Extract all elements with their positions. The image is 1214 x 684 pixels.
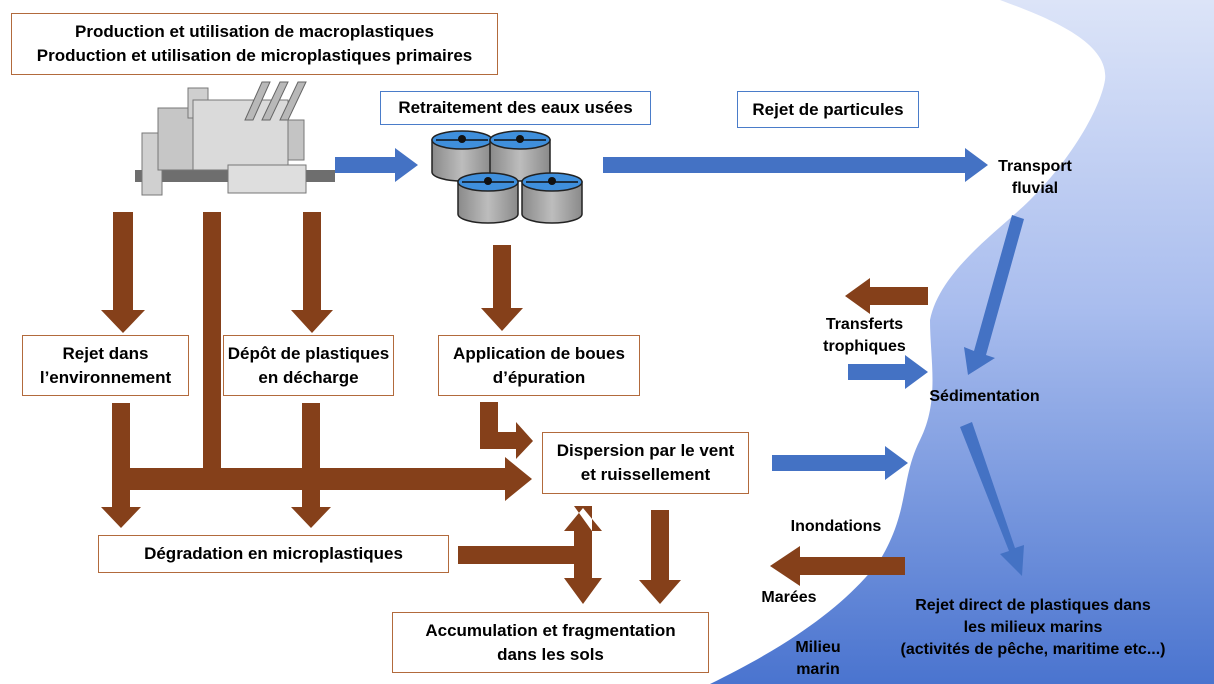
double-arrow-vertical <box>564 506 602 604</box>
box-landfill: Dépôt de plastiques en décharge <box>223 335 394 396</box>
tank-1 <box>431 130 493 182</box>
arrow-dispersion-to-river <box>772 446 908 480</box>
arrow-floods-left <box>770 546 905 586</box>
stem-landfill <box>291 403 331 528</box>
arrow-fluvial-down <box>964 215 1024 375</box>
factory-icon <box>135 81 335 196</box>
label-marine: Milieu marin <box>795 639 841 678</box>
label-fluvial: Transport fluvial <box>998 158 1072 197</box>
label-floods: Inondations <box>790 518 882 535</box>
arrow-to-landfill <box>291 212 333 333</box>
label-direct-release: Rejet direct de plastiques dans les mili… <box>900 597 1166 658</box>
brown-arrows <box>101 212 928 604</box>
blue-arrows <box>335 148 1024 576</box>
arrow-sedimentation-down <box>960 422 1024 576</box>
arrow-to-env-release <box>101 212 145 333</box>
arrow-to-sludge <box>481 245 523 331</box>
arrow-treatment-to-river <box>603 148 988 182</box>
box-wastewater: Retraitement des eaux usées <box>380 91 651 125</box>
line-degradation-right <box>458 546 574 564</box>
box-degradation: Dégradation en microplastiques <box>98 535 449 573</box>
arrow-trophic-right <box>848 355 928 389</box>
arrow-sludge-to-dispersion <box>480 402 533 459</box>
arrow-dispersion-to-accumulation <box>639 510 681 604</box>
arrow-to-dispersion <box>112 457 532 501</box>
arrow-trophic-left <box>845 278 928 314</box>
box-sludge: Application de boues d’épuration <box>438 335 640 396</box>
stem-env-release <box>101 403 141 528</box>
box-production: Production et utilisation de macroplasti… <box>11 13 498 75</box>
river-area <box>710 0 1214 684</box>
line-factory-center <box>203 212 221 470</box>
box-dispersion: Dispersion par le vent et ruissellement <box>542 432 749 494</box>
box-accumulation: Accumulation et fragmentation dans les s… <box>392 612 709 673</box>
box-env-release: Rejet dans l’environnement <box>22 335 189 396</box>
label-trophic: Transferts trophiques <box>823 316 906 355</box>
treatment-tanks-icon <box>431 130 583 224</box>
arrow-factory-to-treatment <box>335 148 418 182</box>
label-tides: Marées <box>761 589 817 606</box>
tank-3 <box>457 172 519 224</box>
box-particles: Rejet de particules <box>737 91 919 128</box>
tank-4 <box>521 172 583 224</box>
label-sedimentation: Sédimentation <box>929 388 1040 405</box>
